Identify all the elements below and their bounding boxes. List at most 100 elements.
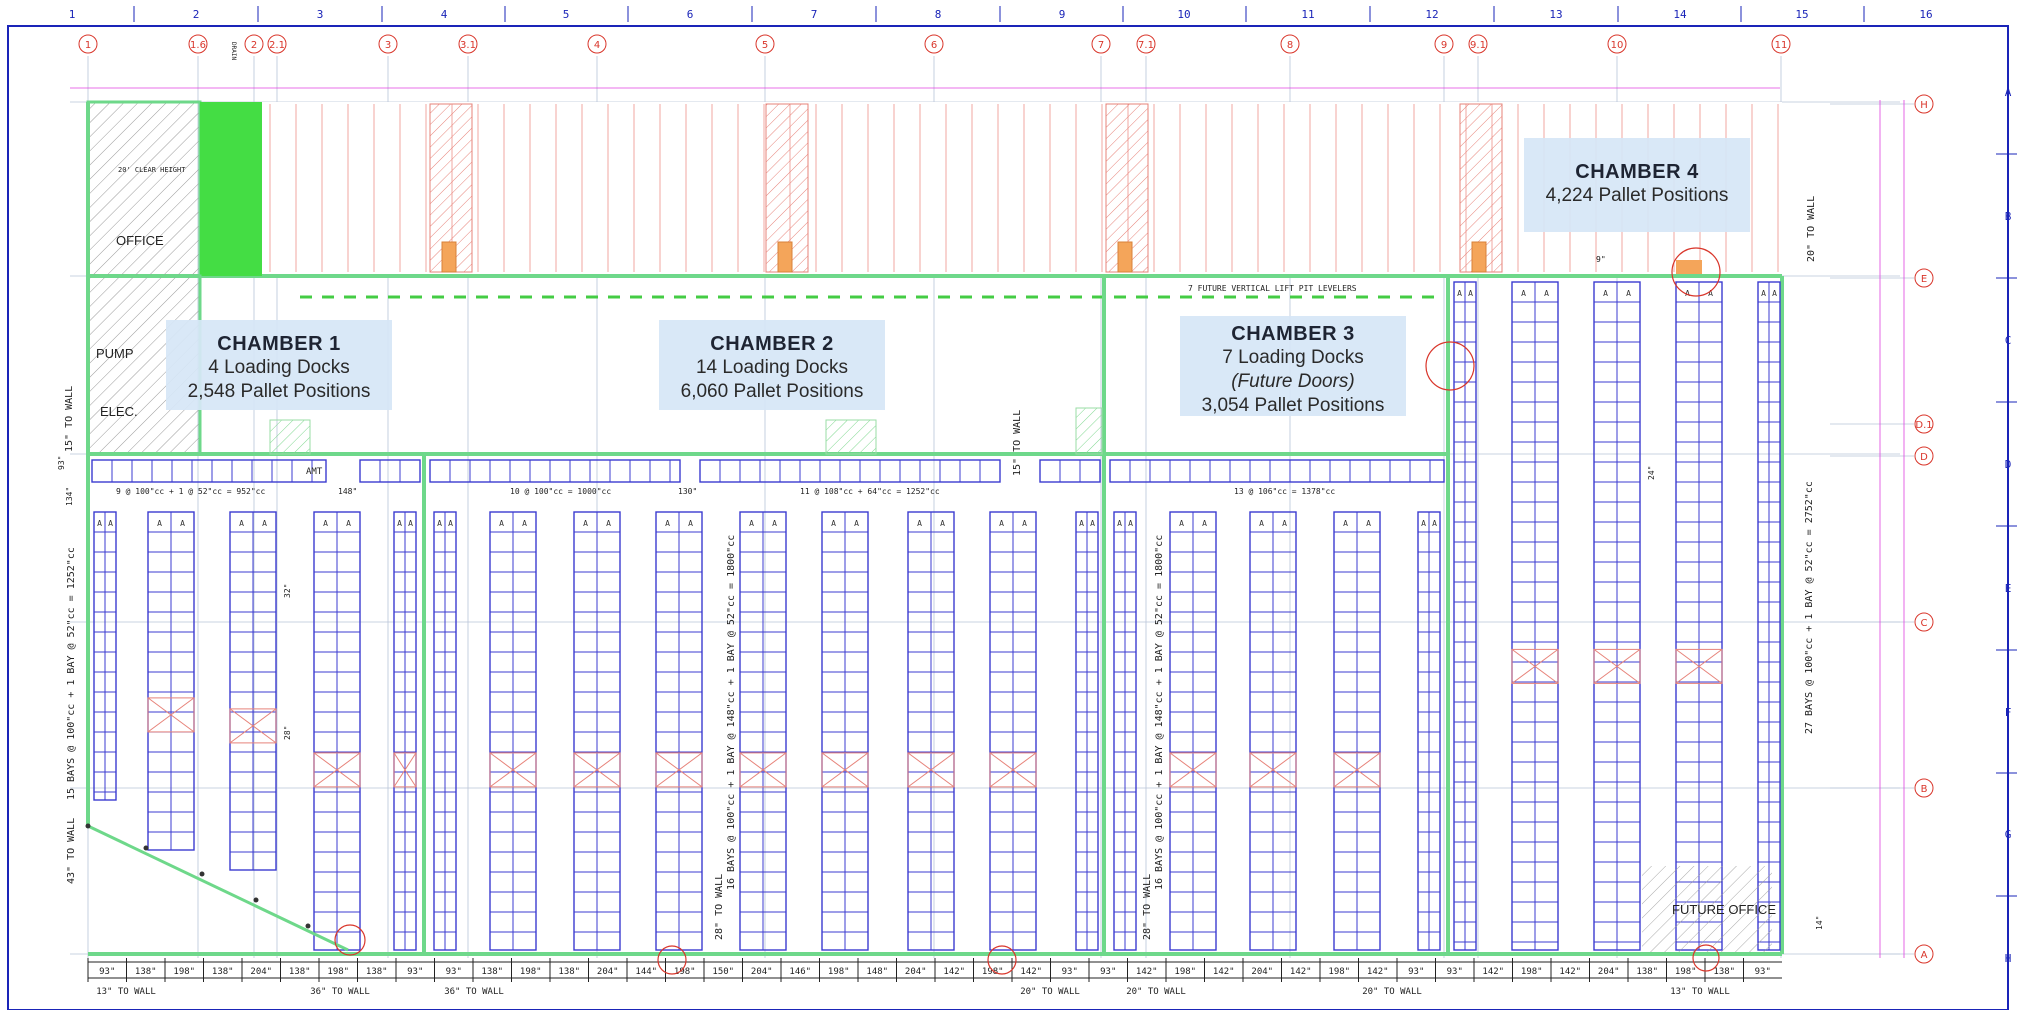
chamber-3-future: (Future Doors): [1231, 371, 1355, 392]
rack-cross-brace: [1249, 752, 1297, 788]
bottom-dim-value: 204": [1251, 967, 1273, 977]
grid-bubble-E: [1914, 268, 1934, 288]
rack-cross-brace: [1511, 648, 1559, 684]
rack-a-label: A: [1282, 519, 1287, 528]
future-office-label-text: FUTURE OFFICE: [1672, 902, 1776, 917]
rack-cross-line: [147, 697, 195, 733]
bottom-dim-value: 138": [289, 967, 311, 977]
column-number-14: 14: [1673, 8, 1687, 21]
bottom-dim-value: 93": [1408, 967, 1424, 977]
rack-a-label: A: [1202, 519, 1207, 528]
row-letter-D: D: [2005, 458, 2012, 471]
chamber-3-pallets: 3,054 Pallet Positions: [1201, 395, 1385, 416]
bottom-wall-note: 36" TO WALL: [444, 987, 504, 997]
row-letter-G: G: [2005, 828, 2012, 841]
rack-a-label: A: [1544, 289, 1549, 298]
grid-bubble-4: [587, 34, 607, 54]
rack-a-label: A: [97, 519, 102, 528]
bottom-dim-value: 138": [1636, 967, 1658, 977]
grid-bubble-1.6: [188, 34, 208, 54]
rack-a-label: A: [665, 519, 670, 528]
rack-cross-brace: [655, 752, 703, 788]
diagonal-column-dot: [253, 897, 259, 903]
rack-cross-line: [907, 752, 955, 788]
rack-cross-brace: [147, 697, 195, 733]
bottom-dim-value: 138": [212, 967, 234, 977]
to-wall-43: 43" TO WALL: [66, 818, 77, 884]
to-wall-28: 28" TO WALL: [714, 874, 725, 940]
dim-9: 9": [1596, 255, 1606, 264]
bottom-dim-value: 198": [1174, 967, 1196, 977]
dock-leveler: [1117, 241, 1133, 273]
dim-24: 24": [1647, 466, 1656, 480]
row-letter-B: B: [2005, 210, 2012, 223]
office-label: OFFICE: [116, 233, 164, 248]
grid-bubble-label-1.6: 1.6: [190, 40, 206, 51]
rack-a-label: A: [1366, 519, 1371, 528]
bottom-dim-value: 148": [866, 967, 888, 977]
bottom-dim-value: 198": [674, 967, 696, 977]
bottom-dim-value: 142": [1136, 967, 1158, 977]
top-pink-dimensions: [70, 87, 1905, 958]
rack-cross-brace: [489, 752, 537, 788]
cloud-orange-marker: [1676, 260, 1702, 274]
rack-cross-line: [573, 752, 621, 788]
rack-a-label: A: [180, 519, 185, 528]
grid-bubble-label-C: C: [1921, 618, 1928, 629]
column-number-7: 7: [811, 8, 818, 21]
bottom-dim-value: 198": [1521, 967, 1543, 977]
chamber-2-label: CHAMBER 2 14 Loading Docks 6,060 Pallet …: [659, 320, 885, 410]
grid-bubble-label-D: D: [1920, 452, 1928, 463]
grid-bubble-label-3.1: 3.1: [460, 40, 476, 51]
chamber-2-title: CHAMBER 2: [710, 333, 834, 355]
grid-bubble-label-5: 5: [762, 40, 768, 51]
rack-a-label: A: [239, 519, 244, 528]
grid-bubble-5: [755, 34, 775, 54]
bottom-dim-value: 93": [446, 967, 462, 977]
rack-cross-brace: [1333, 752, 1381, 788]
rack-a-label: A: [346, 519, 351, 528]
rack-cross-line: [1169, 752, 1217, 788]
diagonal-wall: [87, 824, 349, 952]
column-number-9: 9: [1059, 8, 1066, 21]
grid-bubble-2.1: [267, 34, 287, 54]
rack-cross-line: [739, 752, 787, 788]
row-letter-H: H: [2005, 952, 2012, 965]
grid-bubble-8: [1280, 34, 1300, 54]
rack-cross-brace: [1593, 648, 1641, 684]
bottom-dim-value: 198": [1675, 967, 1697, 977]
grid-bubble-10: [1607, 34, 1627, 54]
rack-row-horizontal: [1109, 459, 1445, 483]
rack-a-label: A: [999, 519, 1004, 528]
rack-a-label: A: [1179, 519, 1184, 528]
bottom-dim-value: 204": [905, 967, 927, 977]
rack-cross-line: [489, 752, 537, 788]
bottom-dim-value: 198": [828, 967, 850, 977]
bottom-dim-value: 138": [366, 967, 388, 977]
grid-bubble-7: [1091, 34, 1111, 54]
grid-bubble-2: [244, 34, 264, 54]
rack-cross-line: [1593, 648, 1641, 684]
pump-label: PUMP: [96, 346, 134, 361]
bottom-dim-value: 93": [1755, 967, 1771, 977]
bottom-dim-value: 146": [789, 967, 811, 977]
bottom-dim-value: 198": [327, 967, 349, 977]
rack-a-label: A: [1421, 519, 1426, 528]
column-number-15: 15: [1795, 8, 1808, 21]
bottom-dim-value: 144": [635, 967, 657, 977]
to-wall-28b: 28" TO WALL: [1142, 874, 1153, 940]
bottom-dim-value: 93": [1100, 967, 1116, 977]
bottom-dim-value: 204": [250, 967, 272, 977]
chamber-2-docks: 14 Loading Docks: [695, 357, 849, 378]
rack-cross-line: [1511, 648, 1559, 684]
ch3-bay-note: 13 @ 106"cc = 1378"cc: [1234, 487, 1335, 496]
future-office-label: FUTURE OFFICE: [1672, 902, 1776, 917]
grid-bubble-label-2.1: 2.1: [269, 40, 285, 51]
rack-row-horizontal: [359, 459, 421, 483]
elec-label: ELEC.: [100, 404, 138, 419]
chamber-4-title: CHAMBER 4: [1575, 161, 1699, 183]
to-wall-15: 15" TO WALL: [64, 386, 75, 452]
grid-bubble-B: [1914, 778, 1934, 798]
grid-bubble-3: [378, 34, 398, 54]
